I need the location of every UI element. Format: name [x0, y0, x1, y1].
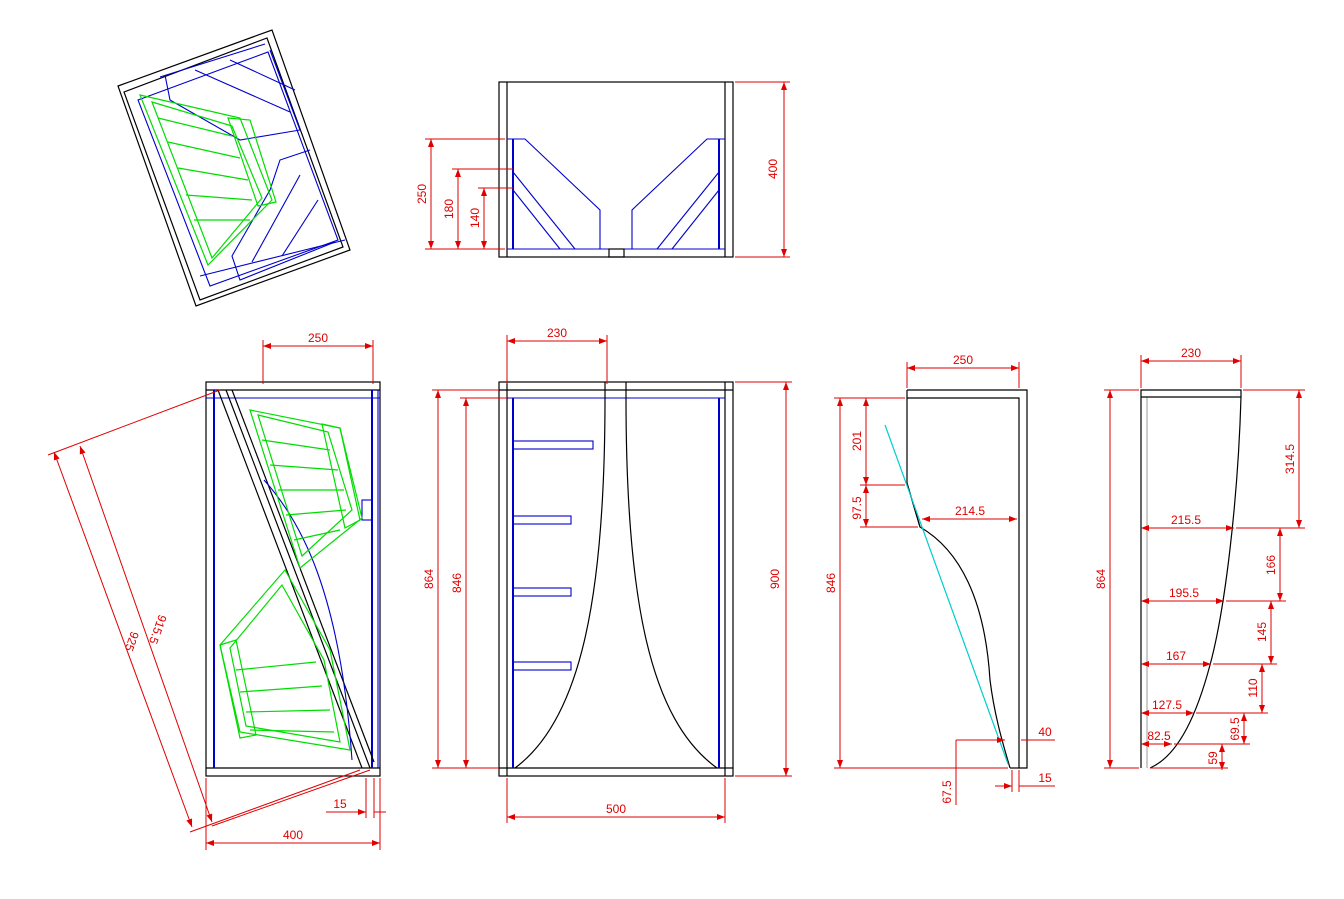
side-section-view: 230 864 846 900 500: [422, 326, 792, 823]
horn-profile-a: 250 201 97.5 214.5 846 40 67.5 15: [824, 353, 1055, 805]
dim-864-side: 864: [422, 569, 436, 589]
dim-400-top: 400: [766, 159, 780, 179]
dim-166-profile-b: 166: [1264, 555, 1278, 575]
dim-500-side: 500: [606, 802, 626, 816]
dim-215-5-profile-b: 215.5: [1171, 513, 1201, 527]
dim-110-profile-b: 110: [1246, 678, 1260, 697]
dim-15-profile-a: 15: [1038, 771, 1052, 785]
dim-201-profile-a: 201: [850, 431, 864, 451]
dim-180-top: 180: [442, 199, 456, 219]
dim-15-front: 15: [333, 797, 347, 811]
dim-140-top: 140: [468, 208, 482, 228]
dim-230-side: 230: [547, 326, 567, 340]
horn-profile-b: 230 314.5 215.5 166 195.5 145 167 110 12…: [1094, 346, 1305, 770]
rotated-cabinet-view: [117, 29, 351, 307]
dim-846-profile-a: 846: [824, 573, 838, 593]
dim-167-profile-b: 167: [1166, 649, 1186, 663]
dim-40-profile-a: 40: [1038, 725, 1052, 739]
dim-900-side: 900: [768, 569, 782, 589]
dim-145-profile-b: 145: [1255, 622, 1269, 642]
dim-314-5-profile-b: 314.5: [1283, 444, 1297, 474]
dim-250-profile-a: 250: [953, 353, 973, 367]
dim-925-front: 925: [122, 630, 142, 654]
dim-69-5-profile-b: 69.5: [1228, 717, 1242, 741]
dim-127-5-profile-b: 127.5: [1152, 698, 1182, 712]
dim-846-side: 846: [450, 573, 464, 593]
top-section-view: 250 180 140 400: [415, 81, 790, 258]
dim-400-front: 400: [283, 828, 303, 842]
front-section-view: 250 925 915.5 15 400: [47, 331, 386, 850]
dim-195-5-profile-b: 195.5: [1169, 586, 1199, 600]
dim-97-5-profile-a: 97.5: [850, 496, 864, 520]
dim-214-5-profile-a: 214.5: [955, 504, 985, 518]
dim-82-5-profile-b: 82.5: [1147, 729, 1171, 743]
dim-864-profile-b: 864: [1094, 569, 1108, 589]
dim-250-front: 250: [308, 331, 328, 345]
dim-67-5-profile-a: 67.5: [940, 780, 954, 804]
dim-59-profile-b: 59: [1206, 751, 1220, 765]
dim-250-top: 250: [415, 184, 429, 204]
dim-230-profile-b: 230: [1181, 346, 1201, 360]
dim-915-5-front: 915.5: [146, 613, 170, 646]
